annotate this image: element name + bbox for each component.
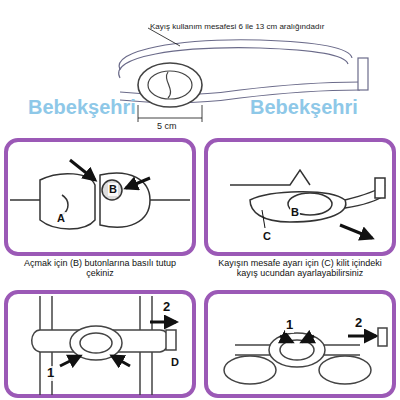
watermark: Bebekşehri (250, 96, 358, 119)
mount-close-drawing (224, 328, 387, 384)
strap-drawing (119, 28, 368, 122)
lock-adjust-drawing (230, 170, 385, 238)
callout-number: 1 (46, 366, 55, 381)
callout-number: 2 (162, 300, 171, 315)
watermark: Bebekşehri (28, 96, 136, 119)
mount-bars-drawing (32, 296, 176, 395)
dimension: 5 cm (157, 121, 177, 131)
lock-open-drawing (10, 160, 190, 229)
part-letter: C (262, 230, 272, 243)
panel-frames (6, 140, 394, 396)
part-letter: D (170, 356, 180, 369)
part-letter: B (290, 206, 300, 219)
part-letter: A (56, 212, 66, 225)
dimension-note: Kayış kullanım mesafesi 6 ile 13 cm aral… (150, 22, 324, 31)
instruction-caption: Açmak için (B) butonlarına basılı tutup … (10, 258, 190, 279)
callout-number: 1 (285, 318, 294, 333)
part-letter: B (108, 183, 118, 196)
callout-number: 2 (354, 316, 363, 331)
instruction-caption: Kayışın mesafe ayarı için (C) kilit için… (210, 258, 390, 279)
